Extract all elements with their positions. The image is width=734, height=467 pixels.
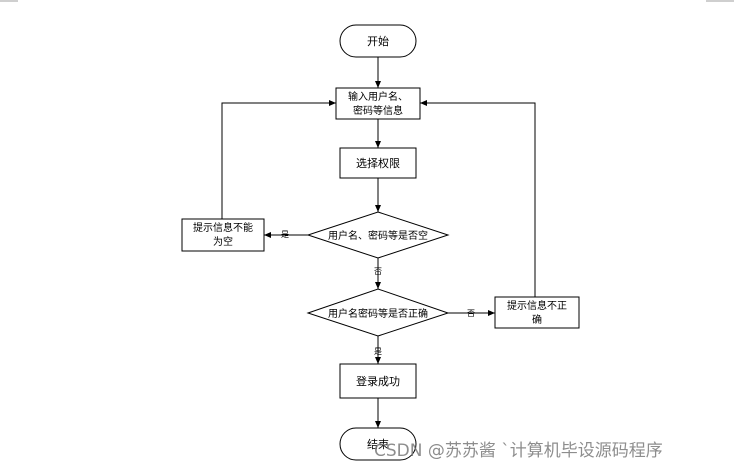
empty-error-line2: 为空 bbox=[213, 235, 233, 248]
start-label: 开始 bbox=[367, 34, 389, 48]
edge-empty-error-loop bbox=[221, 100, 336, 219]
empty-error-line1: 提示信息不能 bbox=[193, 221, 253, 234]
incorrect-error-node: 提示信息不正 确 bbox=[494, 296, 580, 329]
check-empty-label: 用户名、密码等是否空 bbox=[328, 229, 428, 242]
input-label-line1: 输入用户名、 bbox=[348, 90, 408, 103]
check-correct-label: 用户名密码等是否正确 bbox=[328, 307, 428, 320]
edge-label-empty-yes: 是 bbox=[281, 230, 289, 239]
end-label: 结束 bbox=[367, 438, 389, 451]
select-permission-node: 选择权限 bbox=[339, 147, 417, 179]
corner-mark-right bbox=[706, 0, 734, 2]
edge-incorrect-loop bbox=[420, 100, 536, 297]
input-label-line2: 密码等信息 bbox=[353, 104, 403, 117]
corner-mark-left bbox=[0, 0, 18, 2]
edge-label-correct-no: 否 bbox=[467, 309, 475, 318]
input-node: 输入用户名、 密码等信息 bbox=[335, 87, 421, 120]
incorrect-error-line2: 确 bbox=[532, 313, 542, 326]
end-node: 结束 bbox=[339, 427, 417, 461]
check-empty-node: 用户名、密码等是否空 bbox=[306, 211, 450, 259]
edge-label-empty-no: 否 bbox=[374, 267, 382, 276]
csdn-watermark: CSDN @苏苏酱 `计算机毕设源码程序 bbox=[374, 441, 663, 461]
check-correct-node: 用户名密码等是否正确 bbox=[306, 288, 450, 337]
login-success-node: 登录成功 bbox=[339, 363, 417, 399]
select-permission-label: 选择权限 bbox=[356, 156, 400, 170]
incorrect-error-line1: 提示信息不正 bbox=[507, 299, 567, 312]
empty-error-node: 提示信息不能 为空 bbox=[181, 218, 265, 252]
edge-label-correct-yes: 是 bbox=[374, 347, 382, 356]
start-node: 开始 bbox=[339, 24, 417, 58]
login-success-label: 登录成功 bbox=[356, 374, 400, 388]
